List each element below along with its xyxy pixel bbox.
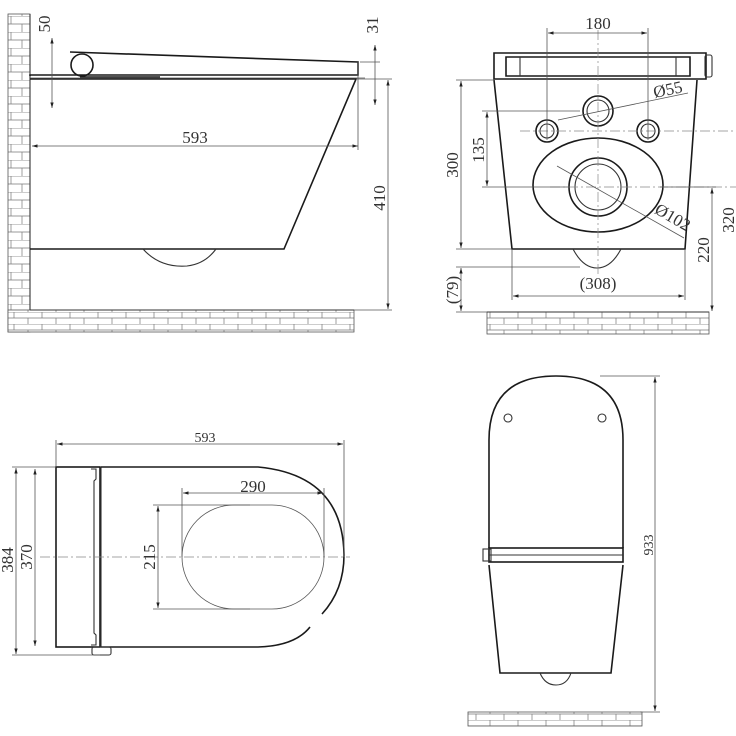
dim-floor-clearance: (79) [443, 276, 462, 304]
open-lid [488, 375, 624, 548]
dim-front-height: 300 [443, 152, 462, 178]
front-view: 180 Ø55 Ø102 300 135 (79) (308) 220 320 [443, 14, 736, 335]
front-open-view: 933 [467, 375, 660, 727]
dim-total-height: 320 [719, 207, 736, 233]
dim-outer-width: 384 [0, 547, 17, 573]
dim-drop-height: 135 [469, 137, 488, 163]
floor-hatch [486, 311, 710, 335]
side-view: 50 593 31 410 [7, 13, 392, 333]
dim-bolt-spacing: 180 [585, 14, 611, 33]
dim-rim-height: 410 [370, 185, 389, 211]
lid-band [493, 52, 707, 80]
bowl-body [30, 78, 358, 250]
top-view: 593 290 215 384 370 [0, 431, 350, 656]
outlet-curve [142, 248, 217, 267]
floor-hatch [7, 309, 355, 333]
seat-lid [29, 51, 359, 76]
dim-top-length: 593 [195, 431, 216, 446]
hinge-circle [70, 53, 94, 77]
floor-hatch [467, 711, 643, 727]
dim-lid-thickness: 31 [363, 17, 382, 34]
dim-opening-length: 290 [240, 477, 266, 496]
wall-hatch [7, 13, 31, 333]
bowl-body [488, 564, 624, 674]
dim-inlet-diameter: Ø55 [652, 77, 685, 102]
dim-opening-width: 215 [140, 544, 159, 570]
dim-side-length: 593 [182, 128, 208, 147]
dim-base-width: (308) [580, 274, 617, 293]
dim-inner-width: 370 [17, 544, 36, 570]
seat-outline [101, 466, 345, 615]
dim-open-total-height: 933 [642, 535, 657, 556]
bowl-body [493, 79, 698, 250]
dim-outlet-height: 220 [694, 237, 713, 263]
dim-seat-height: 50 [35, 16, 54, 33]
